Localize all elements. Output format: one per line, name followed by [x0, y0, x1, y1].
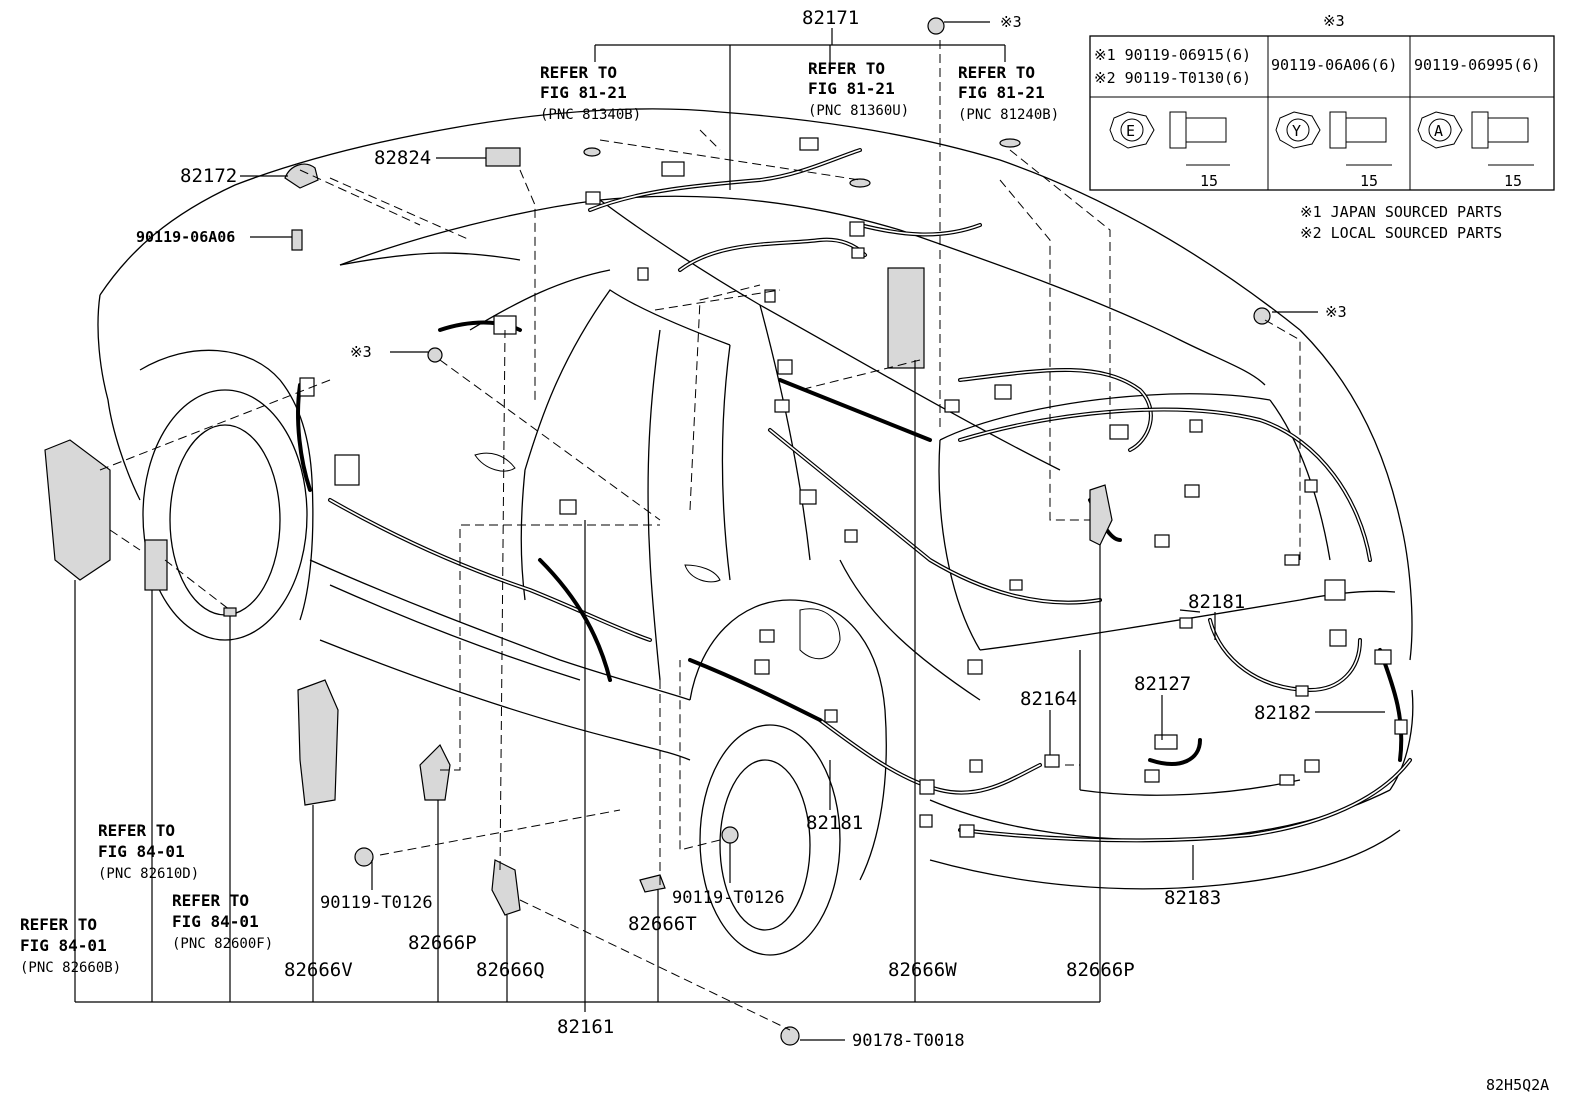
grommet-90178-T0018	[780, 1026, 800, 1046]
label-note3-left: ※3	[350, 343, 372, 361]
svg-text:FIG 81-21: FIG 81-21	[808, 79, 895, 98]
svg-text:FIG 84-01: FIG 84-01	[172, 912, 259, 931]
label-82182: 82182	[1254, 702, 1311, 724]
bolt-table-note-mark: ※3	[1323, 12, 1345, 30]
bolt-symbol-y: Y	[1292, 122, 1301, 140]
label-90119-T0126-right: 90119-T0126	[672, 888, 785, 908]
label-82127: 82127	[1134, 673, 1191, 695]
svg-text:FIG 84-01: FIG 84-01	[20, 936, 107, 955]
label-90119-T0126-left: 90119-T0126	[320, 893, 433, 913]
label-note3-right: ※3	[1325, 303, 1347, 321]
bolt-symbol-e: E	[1126, 122, 1135, 140]
part-labels: 82171 82172 82824 90119-06A06 ※3 ※3 ※3 8…	[136, 7, 1549, 1094]
label-90119-06A06: 90119-06A06	[136, 228, 235, 246]
component-parts	[44, 17, 1271, 1046]
sourcing-note-1: ※1 JAPAN SOURCED PARTS	[1300, 203, 1502, 221]
harness-side	[296, 320, 1102, 682]
svg-text:REFER TO: REFER TO	[20, 915, 97, 934]
connector-82824	[485, 147, 521, 167]
bolt-dim-col2: 15	[1360, 172, 1378, 190]
refer-note-82610D: REFER TO FIG 84-01 (PNC 82610D)	[98, 821, 199, 882]
clamp-82666P-right	[1089, 484, 1113, 546]
refer-note-82660B: REFER TO FIG 84-01 (PNC 82660B)	[20, 915, 121, 976]
bolt-table-col2: 90119-06A06(6)	[1271, 56, 1397, 74]
dashed-leaders	[99, 40, 1301, 1031]
bolt-top-note3	[927, 17, 945, 35]
label-82172: 82172	[180, 165, 237, 187]
svg-text:FIG 81-21: FIG 81-21	[958, 83, 1045, 102]
label-82164: 82164	[1020, 688, 1077, 710]
label-82666W: 82666W	[888, 959, 957, 981]
svg-text:(PNC 82610D): (PNC 82610D)	[98, 866, 199, 882]
sourcing-note-2: ※2 LOCAL SOURCED PARTS	[1300, 224, 1502, 242]
label-82666P-left: 82666P	[408, 932, 477, 954]
label-82666V: 82666V	[284, 959, 353, 981]
refer-note-81360U: REFER TO FIG 81-21 (PNC 81360U)	[808, 59, 909, 119]
label-82161: 82161	[557, 1016, 614, 1038]
bolt-90119-T0126-right	[721, 826, 739, 844]
svg-text:(PNC 82600F): (PNC 82600F)	[172, 936, 273, 952]
refer-note-82600F: REFER TO FIG 84-01 (PNC 82600F)	[172, 891, 273, 952]
svg-text:REFER TO: REFER TO	[540, 63, 617, 82]
bolt-90119-T0126-left	[354, 847, 374, 867]
svg-text:(PNC 82660B): (PNC 82660B)	[20, 960, 121, 976]
label-82824: 82824	[374, 147, 431, 169]
bolt-table-col1-line2: ※2 90119-T0130(6)	[1094, 69, 1251, 87]
solid-leaders	[74, 21, 1385, 1041]
svg-text:(PNC 81340B): (PNC 81340B)	[540, 107, 641, 123]
svg-text:REFER TO: REFER TO	[808, 59, 885, 78]
bracket-front-left	[44, 439, 111, 581]
svg-text:(PNC 81240B): (PNC 81240B)	[958, 107, 1059, 123]
sensor-82600F	[223, 607, 237, 617]
bolt-dim-col3: 15	[1504, 172, 1522, 190]
label-82171: 82171	[802, 7, 859, 29]
harness-rear	[688, 368, 1412, 843]
label-82666Q: 82666Q	[476, 959, 545, 981]
label-82183: 82183	[1164, 887, 1221, 909]
svg-text:FIG 81-21: FIG 81-21	[540, 83, 627, 102]
clamp-82666Q	[491, 859, 521, 916]
label-82666T: 82666T	[628, 913, 697, 935]
svg-text:(PNC 81360U): (PNC 81360U)	[808, 103, 909, 119]
bolt-symbol-a: A	[1434, 122, 1443, 140]
connectors	[299, 137, 1408, 838]
svg-text:REFER TO: REFER TO	[98, 821, 175, 840]
ecu-82610D	[144, 539, 168, 591]
refer-note-81240B: REFER TO FIG 81-21 (PNC 81240B)	[958, 63, 1059, 123]
clamp-82666P-left	[419, 743, 451, 801]
svg-text:REFER TO: REFER TO	[172, 891, 249, 910]
label-82666P-right: 82666P	[1066, 959, 1135, 981]
diagram-code: 82H5Q2A	[1486, 1076, 1549, 1094]
svg-text:REFER TO: REFER TO	[958, 63, 1035, 82]
label-82181-rear: 82181	[1188, 591, 1245, 613]
harness-roof	[588, 148, 982, 272]
label-note3-top: ※3	[1000, 13, 1022, 31]
bolt-table-col3: 90119-06995(6)	[1414, 56, 1540, 74]
svg-text:FIG 84-01: FIG 84-01	[98, 842, 185, 861]
label-82181-side: 82181	[806, 812, 863, 834]
junction-block	[887, 267, 925, 369]
bolt-left-note3	[427, 347, 443, 363]
bracket-82666V	[297, 679, 339, 806]
refer-note-81340B: REFER TO FIG 81-21 (PNC 81340B)	[540, 63, 641, 123]
bolt-dim-col1: 15	[1200, 172, 1218, 190]
bolt-spec-table: ※1 90119-06915(6) ※2 90119-T0130(6) 9011…	[1089, 12, 1555, 242]
clamp-82666T	[639, 874, 666, 893]
label-90178-T0018: 90178-T0018	[852, 1031, 965, 1051]
bolt-table-col1-line1: ※1 90119-06915(6)	[1094, 46, 1251, 64]
bolt-90119-06A06	[291, 229, 303, 251]
